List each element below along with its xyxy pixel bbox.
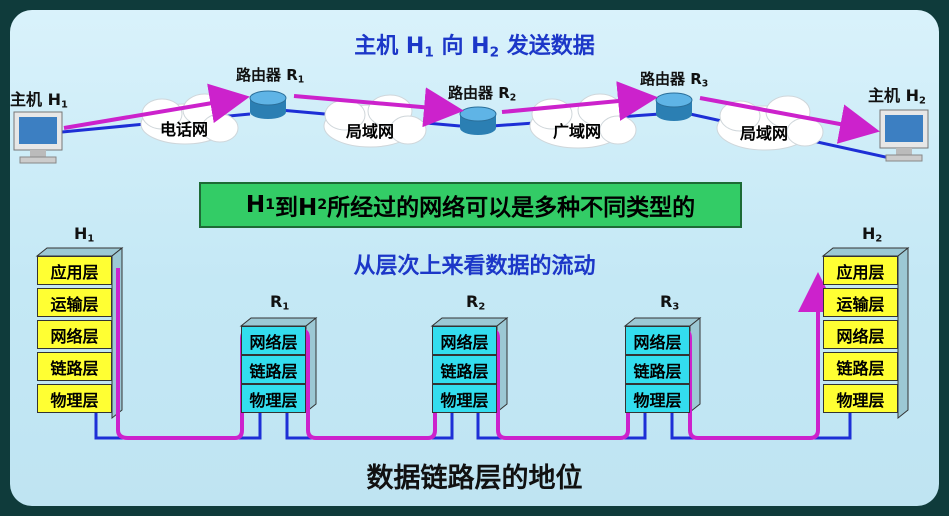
slide: 主机 H1 向 H2 发送数据 主机 H1 主机 H2 路由器 R1 路由器 R… [10,10,939,506]
layer-network: 网络层 [823,320,898,349]
title-text: 向 H [433,34,490,59]
stack-label-r1: R1 [270,292,290,313]
router-r3-label: 路由器 R3 [640,70,709,90]
stack-label-r3: R3 [660,292,680,313]
network-label: 广域网 [553,122,602,141]
bottom-title: 数据链路层的地位 [366,463,583,494]
title-subscript: 2 [489,44,500,61]
data-flow-arrow [699,96,880,144]
layer-link: 链路层 [37,352,112,381]
host-h2-label: 主机 H2 [868,86,926,107]
layer-transport: 运输层 [823,288,898,317]
stack-label-h2: H2 [862,224,883,245]
computer-icon [879,109,929,162]
router-r1-label: 路由器 R1 [236,66,305,86]
data-flow-arrow [63,83,250,130]
layer-link: 链路层 [432,355,497,384]
router-r2-label: 路由器 R2 [448,84,517,104]
layer-network: 网络层 [625,326,690,355]
router-icon [249,90,287,119]
layer-physical: 物理层 [823,384,898,413]
network-label: 局域网 [346,122,395,141]
section-subtitle: 从层次上来看数据的流动 [353,254,596,279]
layer-link: 链路层 [823,352,898,381]
title-subscript: 1 [424,44,434,61]
layer-physical: 物理层 [432,384,497,413]
network-label: 局域网 [740,124,789,143]
stack-label-h1: H1 [74,224,95,245]
layer-physical: 物理层 [625,384,690,413]
layer-link: 链路层 [241,355,306,384]
diagram-canvas [13,81,929,440]
title-text: 发送数据 [499,34,595,59]
layer-network: 网络层 [432,326,497,355]
computer-icon [13,111,63,164]
layer-application: 应用层 [37,256,112,285]
router-icon [459,106,497,135]
page-title: 主机 H1 向 H2 发送数据 [10,28,939,60]
cloud-lan-1 [323,94,427,148]
physical-link [94,412,852,440]
router-icon [655,92,693,121]
network-label: 电话网 [160,120,209,139]
layer-physical: 物理层 [241,384,306,413]
data-flow-arrow [501,81,658,121]
layer-network: 网络层 [241,326,306,355]
cloud-lan-2 [716,95,824,151]
layer-physical: 物理层 [37,384,112,413]
stack-label-r2: R2 [466,292,486,313]
title-text: 主机 H [354,34,425,59]
layer-transport: 运输层 [37,288,112,317]
data-flow-arrow [293,87,464,128]
host-h1-label: 主机 H1 [10,90,68,111]
layer-link: 链路层 [625,355,690,384]
layer-application: 应用层 [823,256,898,285]
layer-network: 网络层 [37,320,112,349]
